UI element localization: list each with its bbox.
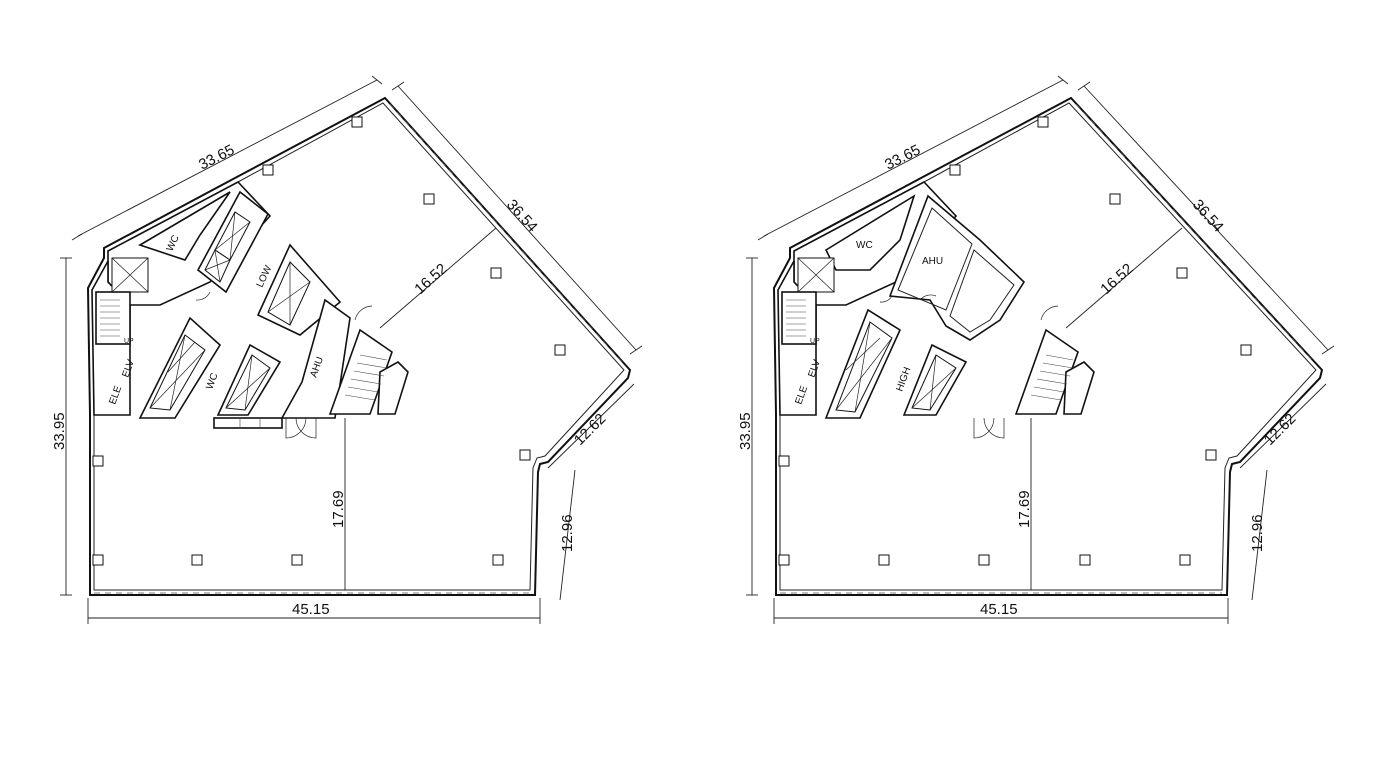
dim-top-left: 33.65 <box>196 141 237 173</box>
stair-right <box>328 328 409 415</box>
dim-right-bottom: 12.96 <box>1249 514 1266 552</box>
dim-bottom: 45.15 <box>292 601 330 618</box>
label-ahu: AHU <box>922 256 943 267</box>
elevator-shaft-upper <box>111 257 149 293</box>
door-swing <box>1040 305 1059 321</box>
shaft-cluster-mid <box>902 343 968 416</box>
dim-top-right: 36.54 <box>1189 196 1227 235</box>
stair-left <box>781 291 817 345</box>
elevator-bank-low <box>256 243 342 336</box>
elevator-bank-upper <box>196 190 270 294</box>
ahu-room <box>280 298 351 419</box>
glazing-right <box>1075 103 1315 363</box>
elevator-shaft-upper <box>797 257 835 293</box>
door-swing <box>919 294 937 301</box>
door-swing <box>354 305 373 321</box>
glazing-right <box>389 103 623 363</box>
dim-interior-depth: 17.69 <box>330 490 347 528</box>
dimension-lines <box>746 75 1335 624</box>
dim-left-edge: 33.95 <box>51 412 68 450</box>
dim-right-bottom: 12.96 <box>559 514 576 552</box>
stair-right <box>1014 328 1095 415</box>
elevator-bank-lower <box>138 316 222 419</box>
label-wc-mid: WC <box>204 372 220 391</box>
dim-bottom: 45.15 <box>980 601 1018 618</box>
dim-inner-depth: 16.52 <box>411 260 450 298</box>
dim-top-right: 36.54 <box>503 196 541 235</box>
door-swing <box>195 291 211 301</box>
elevator-bank-high <box>824 308 902 419</box>
label-high: HIGH <box>894 366 913 393</box>
dim-top-left: 33.65 <box>882 141 923 173</box>
wc-room-upper <box>138 191 231 261</box>
door-swing <box>973 417 995 439</box>
floor-plan-low: 33.65 36.54 16.52 33.95 12.62 12.96 17.6… <box>51 75 643 624</box>
dim-left-edge: 33.95 <box>737 412 754 450</box>
exterior-wall <box>772 96 1324 596</box>
columns <box>92 116 566 566</box>
door-swing <box>295 417 317 439</box>
dimension-lines <box>60 75 643 624</box>
columns <box>778 116 1252 566</box>
dim-right-short: 12.62 <box>571 410 610 449</box>
ahu-room <box>888 194 1026 341</box>
exterior-wall <box>86 96 632 596</box>
shaft-cluster-mid <box>216 343 282 416</box>
floor-plan-high: 33.65 36.54 16.52 33.95 12.62 12.96 17.6… <box>737 75 1335 624</box>
dim-inner-depth: 16.52 <box>1097 260 1136 298</box>
label-up: UP <box>124 338 134 345</box>
door-swing <box>285 417 307 439</box>
door-swing <box>879 295 893 303</box>
label-up: UP <box>810 338 820 345</box>
dim-interior-depth: 17.69 <box>1016 490 1033 528</box>
label-wc-upper: WC <box>856 240 873 251</box>
door-swing <box>983 417 1005 439</box>
corridor-bench <box>213 417 283 429</box>
stair-left <box>95 291 131 345</box>
